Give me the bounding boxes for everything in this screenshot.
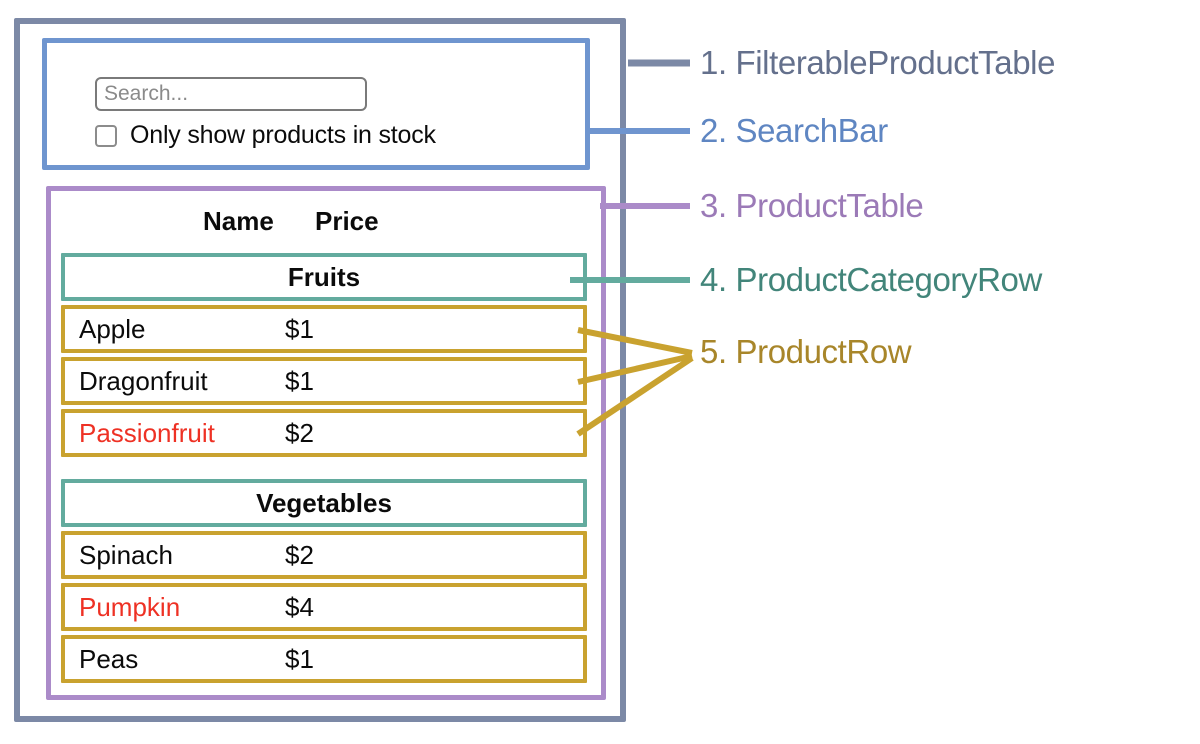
- stock-filter-row[interactable]: Only show products in stock: [95, 121, 436, 150]
- product-name: Passionfruit: [79, 417, 215, 448]
- product-row: Peas $1: [61, 635, 587, 683]
- checkbox-icon[interactable]: [95, 124, 117, 147]
- product-name: Dragonfruit: [79, 365, 208, 396]
- product-price: $1: [285, 365, 314, 396]
- product-row: Spinach $2: [61, 531, 587, 579]
- stock-filter-label: Only show products in stock: [130, 121, 436, 149]
- product-row: Passionfruit $2: [61, 409, 587, 457]
- product-price: $2: [285, 417, 314, 448]
- table-header-row: Name Price: [95, 197, 573, 245]
- product-name: Pumpkin: [79, 591, 181, 622]
- product-row: Dragonfruit $1: [61, 357, 587, 405]
- product-table-rows: Name Price Fruits Apple $1 Dragonfruit $…: [51, 191, 601, 695]
- product-name: Spinach: [79, 539, 173, 570]
- legend-item-product-row: 5. ProductRow: [700, 333, 912, 370]
- product-category-label: Fruits: [287, 261, 361, 292]
- legend-item-product-table: 3. ProductTable: [700, 187, 924, 224]
- legend-item-search-bar: 2. SearchBar: [700, 112, 888, 149]
- legend-item-filterable-product-table: 1. FilterableProductTable: [700, 44, 1056, 81]
- product-price: $4: [285, 591, 314, 622]
- product-price: $1: [285, 313, 314, 344]
- product-row: Pumpkin $4: [61, 583, 587, 631]
- product-category-row: Vegetables: [61, 479, 587, 527]
- product-name: Peas: [79, 643, 139, 674]
- product-category-label: Vegetables: [256, 487, 392, 518]
- search-bar-boundary: Only show products in stock: [42, 38, 590, 170]
- column-header-name: Name: [203, 205, 274, 236]
- column-header-price: Price: [315, 205, 379, 236]
- product-name: Apple: [79, 313, 146, 344]
- product-price: $1: [285, 643, 314, 674]
- legend-item-product-category-row: 4. ProductCategoryRow: [700, 261, 1042, 298]
- product-row: Apple $1: [61, 305, 587, 353]
- product-category-row: Fruits: [61, 253, 587, 301]
- product-table-boundary: Name Price Fruits Apple $1 Dragonfruit $…: [46, 186, 606, 700]
- product-price: $2: [285, 539, 314, 570]
- search-input[interactable]: [95, 77, 367, 111]
